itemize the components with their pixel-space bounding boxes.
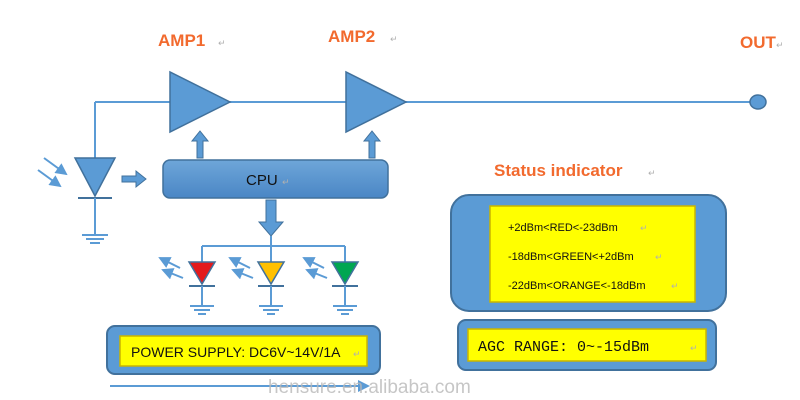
arrow-icon <box>257 199 285 237</box>
status-indicator-title: Status indicator <box>494 161 623 180</box>
amp1-label: AMP1 <box>158 31 205 50</box>
out-edit-mark: ↵ <box>776 41 784 51</box>
status-indicator-display <box>489 205 696 303</box>
status-title-edit-mark: ↵ <box>648 169 656 179</box>
amp1-edit-mark: ↵ <box>218 39 226 49</box>
out-label: OUT <box>740 33 777 52</box>
agc-range-label: AGC RANGE: 0~-15dBm <box>478 339 649 356</box>
ground-icon <box>82 234 108 244</box>
cpu-label: CPU <box>246 172 278 189</box>
watermark: hensure.en.alibaba.com <box>268 377 471 398</box>
status-line-green: -18dBm<GREEN<+2dBm <box>508 251 634 263</box>
amp2-edit-mark: ↵ <box>390 35 398 45</box>
status-line-green-edit-mark: ↵ <box>655 253 663 263</box>
output-terminal <box>749 94 767 110</box>
power-supply-edit-mark: ↵ <box>353 350 361 360</box>
status-line-red-edit-mark: ↵ <box>640 224 648 234</box>
green-led-icon <box>302 257 360 315</box>
amp1-triangle <box>169 70 232 134</box>
arrow-icon <box>121 169 147 189</box>
agc-range-edit-mark: ↵ <box>690 344 698 354</box>
arrow-icon <box>362 130 382 159</box>
status-line-red: +2dBm<RED<-23dBm <box>508 222 618 234</box>
signal-wires <box>94 101 750 158</box>
power-supply-display <box>119 335 368 367</box>
red-led-icon <box>158 257 217 315</box>
led-bus <box>201 236 346 262</box>
agc-range-display <box>467 328 707 362</box>
power-supply-label: POWER SUPPLY: DC6V~14V/1A <box>131 344 341 360</box>
arrow-icon <box>190 130 210 159</box>
cpu-edit-mark: ↵ <box>282 178 290 188</box>
orange-led-icon <box>228 257 286 315</box>
cpu-block <box>162 159 389 199</box>
photodiode-icon <box>73 157 117 244</box>
status-line-orange: -22dBm<ORANGE<-18dBm <box>508 280 646 292</box>
amp2-triangle <box>345 70 408 134</box>
status-line-orange-edit-mark: ↵ <box>671 282 679 292</box>
incoming-light-rays <box>37 157 68 188</box>
amp2-label: AMP2 <box>328 27 375 46</box>
